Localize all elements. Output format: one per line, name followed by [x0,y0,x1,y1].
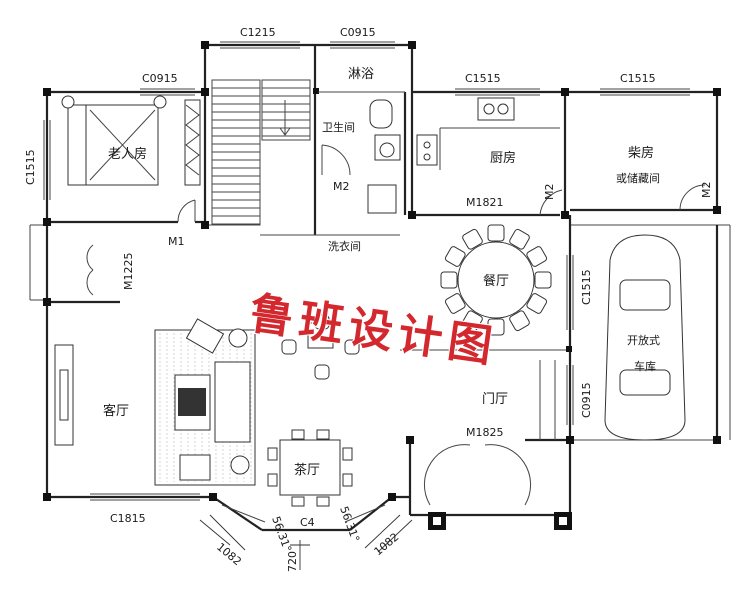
walls [29,43,731,532]
dining-chair [526,246,548,267]
label-garage-1: 开放式 [627,333,660,347]
label-dining: 餐厅 [483,273,509,289]
label-m1821: M1821 [466,196,504,209]
dining-chair [526,293,548,314]
label-c1815: C1815 [110,512,146,525]
dining-chair [509,310,530,332]
furniture [54,91,706,507]
label-c4: C4 [300,516,315,529]
dining-chair [534,271,552,289]
dining-chair [440,271,458,289]
label-storage: 或储藏间 [616,171,660,185]
windows [43,41,690,501]
label-c0915-garage: C0915 [580,382,593,418]
label-m1: M1 [168,235,185,248]
label-c1515-shed: C1515 [620,72,656,85]
label-c0915-left: C0915 [142,72,178,85]
dining-chair [509,228,530,250]
dim-720: 720 [286,551,299,572]
label-living: 客厅 [103,403,129,419]
label-c0915-top: C0915 [340,26,376,39]
label-garage-2: 车库 [634,359,656,373]
dining-chair [444,246,466,267]
label-tea-room: 茶厅 [294,462,320,478]
label-foyer: 门厅 [482,392,508,407]
label-kitchen: 厨房 [490,150,516,166]
label-shower: 淋浴 [348,67,374,82]
label-c1215: C1215 [240,26,276,39]
columns [43,41,721,530]
dining-chair [487,318,505,336]
staircase [211,79,311,226]
label-c1515-side: C1515 [24,149,37,185]
dining-chair [462,310,483,332]
label-c1515-kitchen: C1515 [465,72,501,85]
dim-angle-left: 56.31° [269,515,294,554]
label-c1515-garage: C1515 [580,269,593,305]
label-laundry: 洗衣间 [328,239,361,253]
label-m2-bath: M2 [333,180,350,193]
label-firewood-room: 柴房 [628,145,654,161]
label-m1825: M1825 [466,426,504,439]
dining-chair [444,293,466,314]
dining-chair [462,228,483,250]
dimension-lines [199,514,413,570]
label-m1225: M1225 [122,253,135,291]
label-m2-kitchen: M2 [543,184,556,201]
label-elder-room: 老人房 [108,146,147,162]
label-m2-shed: M2 [700,182,713,199]
label-bathroom: 卫生间 [322,120,355,134]
dining-chair [487,224,505,242]
